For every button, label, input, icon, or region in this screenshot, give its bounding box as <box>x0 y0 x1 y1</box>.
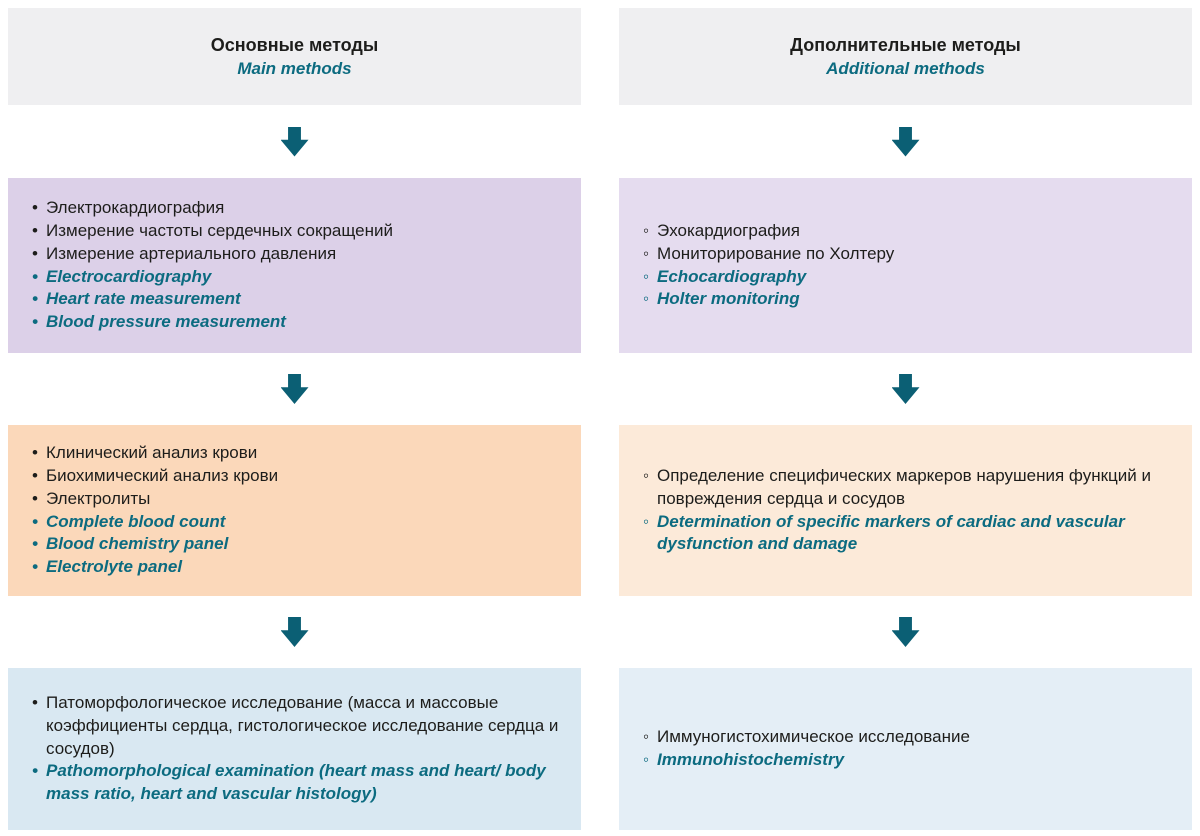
bullet-icon: • <box>32 312 38 332</box>
method-item-text: Мониторирование по Холтеру <box>657 243 895 263</box>
method-item-text: Клинический анализ крови <box>46 443 258 463</box>
method-item-text: Immunohistochemistry <box>657 750 845 769</box>
method-item: • Heart rate measurement <box>30 288 561 311</box>
arrow-down-icon <box>891 374 920 404</box>
method-item: • Complete blood count <box>30 511 561 534</box>
method-item: • Электрокардиография <box>30 197 561 220</box>
method-item: • Клинический анализ крови <box>30 442 561 465</box>
method-item-text: Иммуногистохимическое исследование <box>657 727 970 747</box>
arrow-down-icon <box>280 617 309 647</box>
bullet-icon: ◦ <box>643 750 650 769</box>
bullet-icon: ◦ <box>643 511 650 531</box>
method-item-text: Heart rate measurement <box>46 289 241 309</box>
method-item: ◦ Определение специфических маркеров нар… <box>641 465 1172 511</box>
method-item: • Electrocardiography <box>30 266 561 289</box>
bullet-icon: ◦ <box>643 727 650 747</box>
method-item-text: Echocardiography <box>657 266 807 286</box>
bullet-icon: ◦ <box>643 289 650 309</box>
method-item: ◦ Эхокардиография <box>641 220 1172 243</box>
method-item-text: Измерение частоты сердечных сокращений <box>46 220 393 240</box>
bullet-icon: ◦ <box>643 220 650 240</box>
method-item-text: Complete blood count <box>46 511 226 531</box>
arrow-cell <box>8 353 581 425</box>
arrow-down-icon <box>280 374 309 404</box>
additional-methods-header: Дополнительные методы Additional methods <box>619 8 1192 105</box>
method-item-text: Патоморфологическое исследование (масса … <box>46 693 559 758</box>
method-item: • Биохимический анализ крови <box>30 465 561 488</box>
bullet-icon: • <box>32 511 38 531</box>
method-item-text: Determination of specific markers of car… <box>657 511 1125 554</box>
additional-methods-title-ru: Дополнительные методы <box>790 34 1021 55</box>
method-item-text: Эхокардиография <box>657 220 800 240</box>
additional-histology-box: ◦ Иммуногистохимическое исследование ◦ I… <box>619 668 1192 830</box>
method-item: • Измерение частоты сердечных сокращений <box>30 220 561 243</box>
methods-diagram: Основные методы Main methods Дополнитель… <box>8 8 1192 830</box>
arrow-down-icon <box>891 617 920 647</box>
bullet-icon: • <box>32 243 38 263</box>
method-item: ◦ Иммуногистохимическое исследование <box>641 726 1172 749</box>
method-item-text: Holter monitoring <box>657 289 800 309</box>
bullet-icon: • <box>32 198 38 218</box>
method-item-text: Blood chemistry panel <box>46 534 229 554</box>
method-item: ◦ Мониторирование по Холтеру <box>641 243 1172 266</box>
method-item: ◦ Holter monitoring <box>641 288 1172 311</box>
method-item-text: Электрокардиография <box>46 198 225 218</box>
bullet-icon: • <box>32 488 38 508</box>
method-item-text: Определение специфических маркеров наруш… <box>657 465 1151 508</box>
bullet-icon: • <box>32 465 38 485</box>
bullet-icon: • <box>32 289 38 309</box>
main-methods-title-ru: Основные методы <box>210 34 379 55</box>
bullet-icon: • <box>32 557 38 577</box>
arrow-cell <box>8 596 581 668</box>
bullet-icon: ◦ <box>643 465 650 485</box>
method-item: • Electrolyte panel <box>30 556 561 579</box>
arrow-down-icon <box>280 126 309 157</box>
bullet-icon: • <box>32 534 38 554</box>
method-item: ◦ Echocardiography <box>641 266 1172 289</box>
bullet-icon: • <box>32 693 38 713</box>
method-item: • Патоморфологическое исследование (масс… <box>30 692 561 760</box>
additional-methods-title-en: Additional methods <box>826 58 985 78</box>
bullet-icon: • <box>32 266 38 286</box>
additional-instrumental-box: ◦ Эхокардиография ◦ Мониторирование по Х… <box>619 178 1192 353</box>
bullet-icon: • <box>32 443 38 463</box>
arrow-down-icon <box>891 126 920 157</box>
method-item: • Pathomorphological examination (heart … <box>30 760 561 806</box>
bullet-icon: • <box>32 220 38 240</box>
main-instrumental-box: • Электрокардиография • Измерение частот… <box>8 178 581 353</box>
method-item: ◦ Determination of specific markers of c… <box>641 511 1172 557</box>
main-pathology-box: • Патоморфологическое исследование (масс… <box>8 668 581 830</box>
method-item: ◦ Immunohistochemistry <box>641 749 1172 772</box>
method-item: • Blood chemistry panel <box>30 533 561 556</box>
method-item-text: Electrolyte panel <box>46 557 183 577</box>
arrow-cell <box>619 105 1192 178</box>
method-item-text: Электролиты <box>46 488 151 508</box>
method-item-text: Pathomorphological examination (heart ma… <box>46 761 546 804</box>
method-item-text: Измерение артериального давления <box>46 243 337 263</box>
main-methods-title-en: Main methods <box>237 58 352 78</box>
method-item-text: Биохимический анализ крови <box>46 465 279 485</box>
bullet-icon: ◦ <box>643 243 650 263</box>
bullet-icon: ◦ <box>643 266 650 286</box>
method-item: • Электролиты <box>30 488 561 511</box>
method-item: • Blood pressure measurement <box>30 311 561 334</box>
arrow-cell <box>619 353 1192 425</box>
bullet-icon: • <box>32 761 38 781</box>
arrow-cell <box>619 596 1192 668</box>
method-item-text: Electrocardiography <box>46 266 212 286</box>
method-item: • Измерение артериального давления <box>30 243 561 266</box>
main-methods-header: Основные методы Main methods <box>8 8 581 105</box>
additional-lab-box: ◦ Определение специфических маркеров нар… <box>619 425 1192 596</box>
method-item-text: Blood pressure measurement <box>46 312 286 332</box>
arrow-cell <box>8 105 581 178</box>
main-lab-box: • Клинический анализ крови • Биохимическ… <box>8 425 581 596</box>
